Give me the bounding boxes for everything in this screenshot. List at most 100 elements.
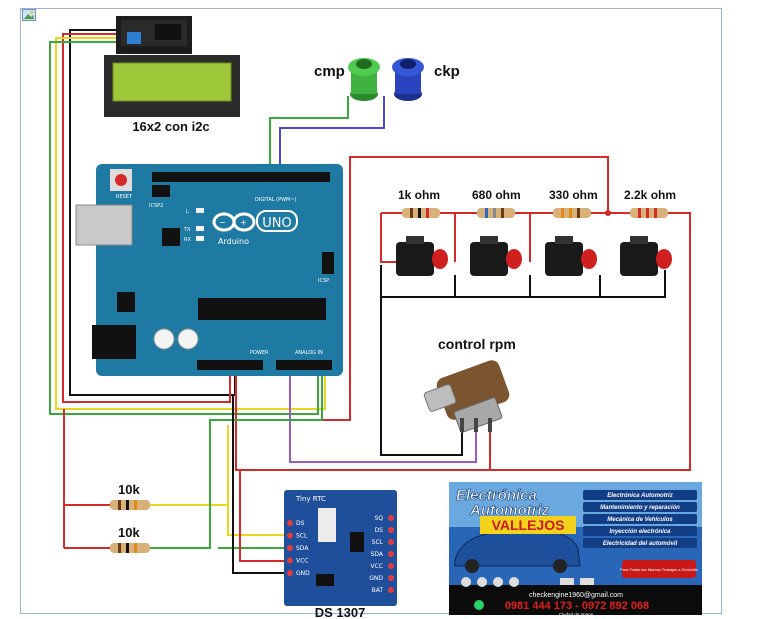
icsp-header [322,252,334,274]
r2-label: 680 ohm [472,188,521,202]
resistor-680 [477,208,515,218]
cmp-jack [348,58,380,101]
ad-title-2: Automotriz [469,502,550,519]
rtc-pin-label: DS [375,527,384,534]
lcd-label: 16x2 con i2c [132,119,209,134]
wire-10k-b-out [150,368,323,549]
wires [49,29,691,574]
resistor-1k [402,208,440,218]
ad-city: Ciudad de Ypane [559,612,594,617]
wire-lcd-sda [55,37,326,410]
capacitor-1 [153,328,175,350]
rtc-pin-label: DS [296,520,305,527]
rtc-pin-dot [287,557,293,564]
ad-sticker-text: Para Todas las Marcas Trabajos a Domicil… [620,567,699,572]
push-button-3 [545,236,597,276]
icsp-label: ICSP [318,278,329,284]
arduino-logo-icon: − + [212,212,256,232]
ad-service-pill [583,526,697,536]
res-b-label: 10k [118,525,140,540]
i2c-potentiometer [127,32,141,44]
rtc-pin-dot [388,563,394,569]
wire-rtc-gnd [232,395,284,574]
rtc-pin-dot [287,532,293,539]
wire-lcd-vcc [62,33,231,403]
rtc-pin-label: SDA [371,551,384,558]
wire-r1-btn [380,213,398,263]
rtc-pin-dot [287,570,293,576]
reset-label: RESET [116,194,133,200]
resistor-10k-b [110,543,150,553]
ad-service-item: Electrónica Automotriz [607,493,672,499]
voltage-regulator [117,292,135,312]
resistor-2k2 [630,208,668,218]
resistor-10k-a [110,500,150,510]
rtc-pin-dot [388,539,394,545]
ad-sticker [622,560,696,578]
usb-chip [162,228,180,246]
led-tx-label: TX [183,227,191,233]
res-a-label: 10k [118,482,140,497]
ad-service-pill [583,514,697,524]
wire-ckp [279,96,385,172]
ad-name: VALLEJOS [492,517,565,533]
arduino-uno-board: RESET DIGITAL (PWM~) ICSP2 ICSP L TX RX … [75,164,343,376]
cmp-label: cmp [314,63,345,80]
rtc-pin-dot [388,527,394,533]
rtc-pin-label: SCL [372,539,384,546]
wire-pot-wiper [289,368,477,463]
lcd-screen [112,62,232,102]
ad-service-item: Mecánica de Vehículos [607,517,673,523]
ad-service-pill [583,538,697,548]
rtc-chip [318,508,336,542]
whatsapp-icon [474,600,484,610]
rtc-pin-dot [287,520,293,526]
r4-label: 2.2k ohm [624,188,676,202]
ad-service-pill [583,502,697,512]
rtc-pin-dot [388,575,394,581]
power-header [197,360,263,370]
rtc-pin-label: BAT [372,587,384,594]
ad-service-pill [583,490,697,500]
push-button-4 [620,236,672,276]
analog-header [276,360,332,370]
analog-header-label: ANALOG IN [295,350,323,356]
junction-dot [605,210,611,216]
wire-5v-bus [307,156,609,421]
arduino-brand: Arduino [218,237,249,246]
rtc-pin-label: SQ [374,515,383,522]
ad-service-item: Electricidad del automóvil [603,541,678,547]
ad-service-item: Inyección electrónica [609,529,671,535]
wire-lcd-scl [49,41,319,415]
rtc-pin-label: GND [369,575,383,582]
ad-phones: 0981 444 173 - 0972 892 068 [505,600,649,612]
capacitor-2 [177,328,199,350]
rtc-pin-dot [388,551,394,557]
rtc-pin-dot [287,545,293,551]
resistor-330 [553,208,591,218]
rtc-pin-label: VCC [371,563,383,570]
usb-connector [75,204,133,246]
r1-label: 1k ohm [398,188,440,202]
ckp-jack [392,58,424,101]
led-l-label: L [186,209,189,215]
digital-header-label: DIGITAL (PWM~) [255,197,297,203]
image-placeholder-icon [22,9,36,21]
ad-service-item: Mantenimiento y reparación [600,505,680,511]
power-header-label: POWER [250,350,269,356]
main-chip [198,298,326,320]
ad-title-1: Electrónica [456,487,537,504]
wire-rtc-scl [227,425,284,536]
svg-text:+: + [240,218,247,227]
potentiometer [423,360,510,433]
icsp2-label: ICSP2 [149,203,163,209]
rtc-label: DS 1307 [315,605,366,619]
rtc-title: Tiny RTC [295,495,326,503]
rtc-pin-label: SCL [296,533,308,540]
digital-header [152,172,330,182]
ad-email: checkengine1960@gmail.com [529,592,623,599]
rtc-pin-label: SDA [296,545,309,552]
